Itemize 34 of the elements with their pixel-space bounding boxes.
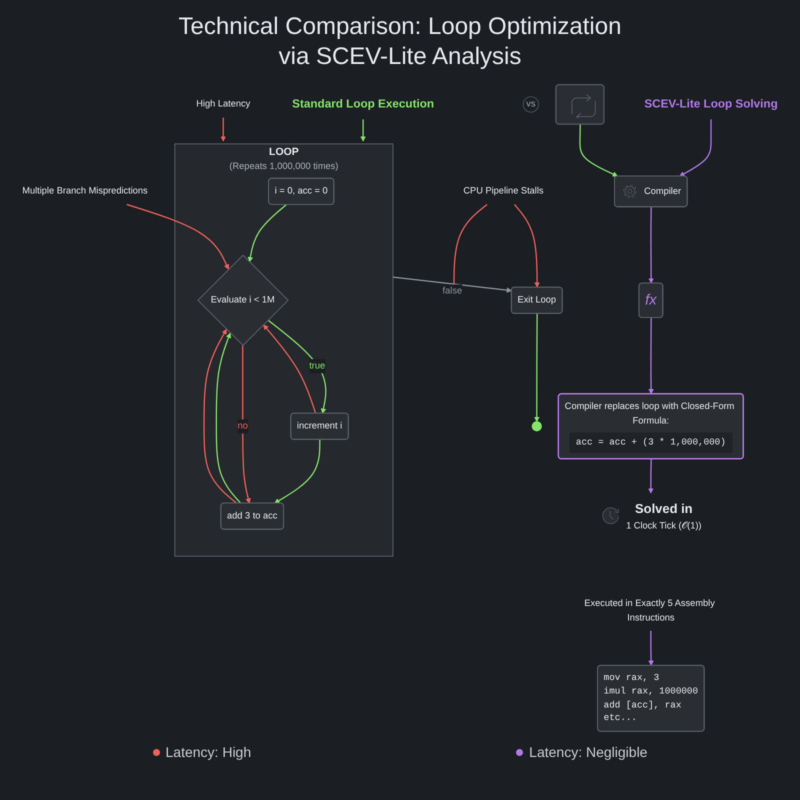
node-text: SCEV-Lite Loop Solving: [644, 97, 778, 110]
node-text: CPU Pipeline Stalls: [463, 186, 544, 196]
arrow: [514, 204, 540, 288]
node-circle: vs: [522, 96, 540, 113]
node-text: High Latency: [196, 98, 250, 110]
arrow: [274, 440, 320, 504]
arrow: [579, 124, 618, 177]
arrow: [534, 314, 540, 422]
arrow: [360, 119, 366, 142]
arrow: [268, 320, 326, 414]
arrow: [220, 118, 226, 142]
edge-label: false: [442, 286, 462, 296]
arrow: [648, 207, 654, 284]
arrow: [203, 328, 238, 504]
arrow: [248, 204, 287, 262]
arrow: [679, 119, 712, 176]
node-text: Solved in 1 Clock Tick (𝒪(1)): [626, 502, 702, 531]
arrow: [126, 204, 229, 270]
edge-label: true: [309, 360, 326, 371]
arrow: [648, 630, 654, 666]
arrow: [648, 318, 654, 394]
arrow: [392, 276, 512, 293]
arrow: [648, 459, 654, 494]
arrow: [216, 332, 242, 504]
title: Technical Comparison: Loop Optimization via SCEV-Lite Analysis: [178, 12, 622, 72]
node-text: Standard Loop Execution: [292, 97, 434, 110]
edge-label: no: [238, 420, 248, 432]
arrow: [242, 345, 251, 504]
note-text: Latency: Negligible: [529, 744, 648, 760]
note-text: Latency: High: [166, 744, 252, 760]
node-text: Multiple Branch Mispredictions: [22, 186, 148, 196]
arrow: [263, 324, 316, 414]
node-text: Executed in Exactly 5 Assembly Instructions: [584, 598, 715, 622]
node-diamond: Evaluate i < 1M: [197, 254, 289, 346]
